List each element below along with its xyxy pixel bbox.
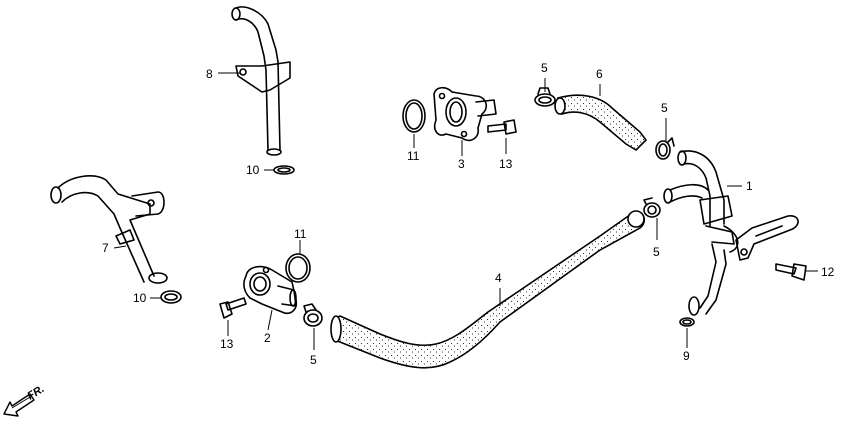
callout-11-lower: 11: [294, 227, 307, 241]
callout-6: 6: [596, 67, 603, 81]
o-ring-right: [679, 317, 695, 327]
callout-10-upper: 10: [246, 163, 260, 177]
callout-2: 2: [264, 331, 271, 345]
water-hose-main: [330, 210, 646, 369]
callout-5-top: 5: [541, 61, 548, 75]
water-pipe-left: [50, 175, 168, 284]
bolt-right: [775, 263, 807, 281]
hose-clamp-bottom: [303, 303, 323, 327]
callout-10-left: 10: [133, 291, 147, 305]
front-direction-indicator: FR.: [3, 383, 47, 417]
callout-5-right-top: 5: [661, 101, 668, 115]
gasket-upper: [402, 99, 426, 133]
hose-clamp-top: [534, 87, 556, 107]
water-hose-upper: [554, 94, 648, 152]
bolt-lower: [219, 297, 247, 319]
bolt-upper: [487, 119, 517, 135]
callout-labels: 1 2 3 4 5 5 5 5 6 7 8 9 10 10 11 11 12 1…: [102, 61, 835, 367]
callout-13-upper: 13: [499, 157, 513, 171]
callout-12: 12: [821, 265, 835, 279]
water-pipe-upper: [231, 6, 291, 156]
o-ring-left: [160, 290, 182, 304]
callout-5-bottom: 5: [310, 353, 317, 367]
gasket-lower: [285, 253, 311, 283]
callout-7: 7: [102, 241, 109, 255]
thermostat-cover-upper: [433, 86, 497, 142]
callout-4: 4: [495, 271, 502, 285]
callout-11-upper: 11: [407, 149, 420, 163]
callout-8: 8: [206, 67, 213, 81]
callout-5-right-mid: 5: [653, 245, 660, 259]
callout-9: 9: [683, 349, 690, 363]
leader-lines: [113, 72, 818, 350]
thermostat-cover-lower: [243, 265, 298, 315]
callout-1: 1: [746, 179, 753, 193]
water-pipe-right: [663, 150, 799, 316]
o-ring-upper: [273, 165, 295, 175]
callout-3: 3: [458, 157, 465, 171]
hose-clamp-right-mid: [643, 197, 661, 218]
arrow-icon: [3, 393, 35, 417]
hose-clamp-right-top: [655, 137, 675, 160]
callout-13-lower: 13: [220, 337, 234, 351]
